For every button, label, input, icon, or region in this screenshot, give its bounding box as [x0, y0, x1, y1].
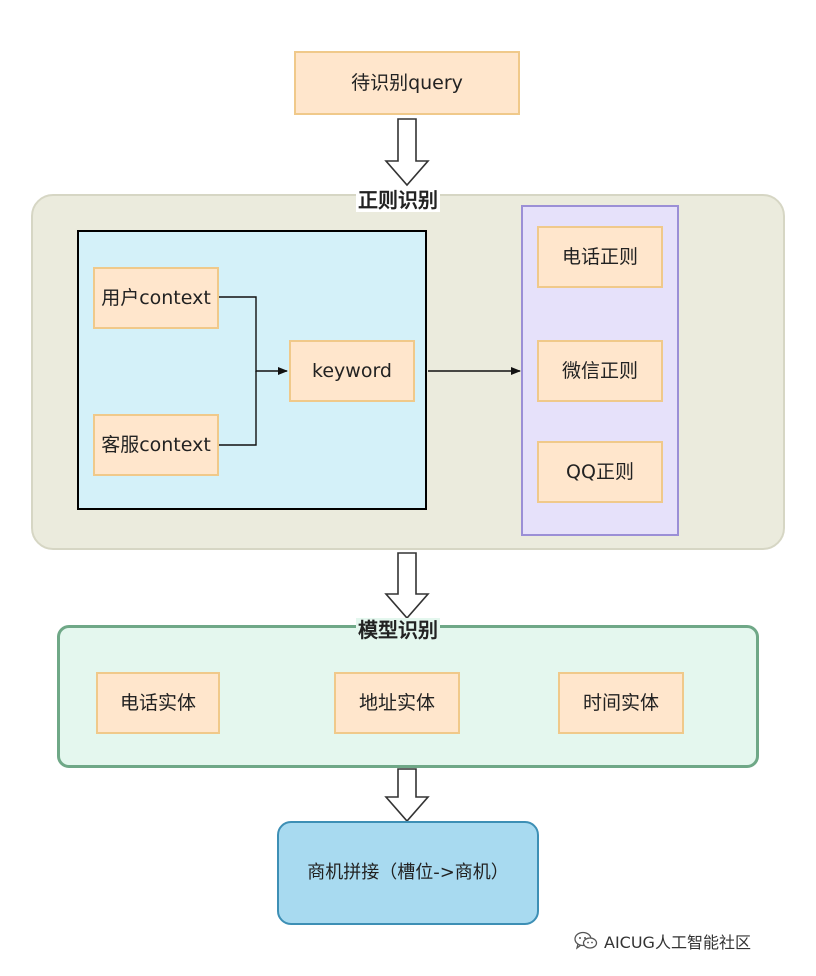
watermark: AICUG人工智能社区: [574, 928, 751, 954]
wechat-icon: [574, 931, 598, 950]
flow-arrow-model-to-output: [384, 768, 430, 823]
output-node-label: 商机拼接（槽位->商机）: [307, 862, 509, 883]
regex-rule-qq: QQ正则: [537, 441, 663, 503]
query-node: 待识别query: [294, 51, 520, 115]
user-context-node: 用户context: [93, 267, 219, 329]
regex-rule-wechat-label: 微信正则: [561, 359, 638, 382]
keyword-label: keyword: [312, 359, 392, 382]
output-node: 商机拼接（槽位->商机）: [277, 821, 539, 925]
user-context-label: 用户context: [101, 286, 211, 309]
entity-address-label: 地址实体: [358, 691, 435, 714]
regex-rule-phone-label: 电话正则: [561, 245, 638, 268]
entity-address: 地址实体: [334, 672, 460, 734]
entity-time: 时间实体: [558, 672, 684, 734]
agent-context-node: 客服context: [93, 414, 219, 476]
query-node-label: 待识别query: [351, 71, 463, 94]
entity-phone-label: 电话实体: [119, 691, 196, 714]
entity-phone: 电话实体: [96, 672, 220, 734]
flow-arrow-regex-to-model: [384, 552, 430, 620]
keyword-node: keyword: [289, 340, 415, 402]
regex-recognition-title: 正则识别: [356, 188, 440, 212]
entity-time-label: 时间实体: [582, 691, 659, 714]
model-recognition-title: 模型识别: [356, 618, 440, 642]
agent-context-label: 客服context: [101, 433, 211, 456]
flow-arrow-query-to-regex: [384, 118, 430, 187]
regex-rule-wechat: 微信正则: [537, 340, 663, 402]
regex-rule-qq-label: QQ正则: [566, 460, 634, 483]
regex-rule-phone: 电话正则: [537, 226, 663, 288]
watermark-text: AICUG人工智能社区: [604, 933, 751, 952]
